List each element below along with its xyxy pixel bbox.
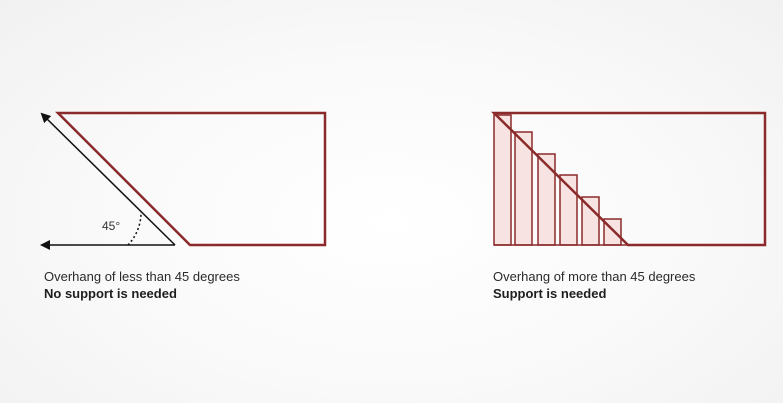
left-caption-description: Overhang of less than 45 degrees	[44, 269, 240, 284]
diagonal-arrow	[40, 112, 176, 246]
left-caption: Overhang of less than 45 degrees No supp…	[44, 268, 240, 302]
angle-arc	[127, 211, 142, 246]
left-part-outline	[54, 111, 327, 247]
support-column	[493, 114, 512, 246]
support-column	[537, 153, 556, 246]
right-caption-description: Overhang of more than 45 degrees	[493, 269, 696, 284]
left-caption-verdict: No support is needed	[44, 286, 177, 301]
right-caption-verdict: Support is needed	[493, 286, 607, 301]
support-column	[581, 196, 600, 246]
right-caption: Overhang of more than 45 degrees Support…	[493, 268, 695, 302]
right-overhang-figure	[490, 111, 767, 247]
angle-label: 45°	[102, 219, 120, 233]
right-part-outline	[490, 111, 767, 247]
left-overhang-figure: 45°	[40, 111, 327, 250]
